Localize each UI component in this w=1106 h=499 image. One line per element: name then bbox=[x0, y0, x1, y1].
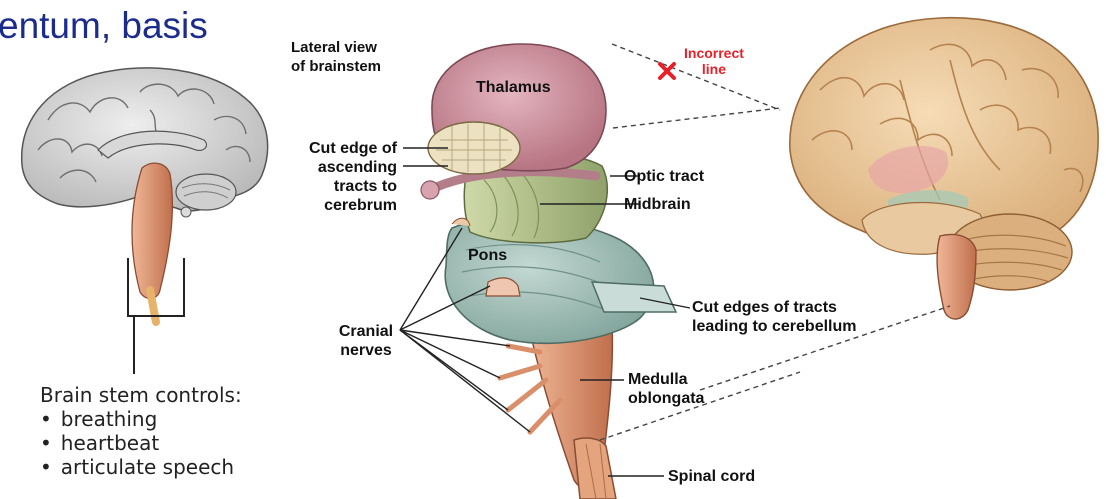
brainstem-controls-list: Brain stem controls: breathing heartbeat… bbox=[40, 383, 242, 479]
whole-brain-illustration bbox=[790, 18, 1098, 319]
incorrect-line-annotation: Incorrect line bbox=[684, 45, 744, 77]
sagittal-brain-illustration bbox=[22, 68, 268, 374]
label-optic-tract: Optic tract bbox=[624, 167, 704, 186]
figure-title-line: of brainstem bbox=[291, 57, 381, 76]
label-line: tracts to bbox=[289, 177, 397, 196]
label-cut-edges-tracts-cerebellum: Cut edges of tracts leading to cerebellu… bbox=[692, 298, 856, 336]
label-thalamus: Thalamus bbox=[476, 78, 551, 97]
controls-heading: Brain stem controls: bbox=[40, 383, 242, 407]
label-line: Cut edges of tracts bbox=[692, 298, 856, 317]
figure-title: Lateral view of brainstem bbox=[291, 38, 381, 76]
label-cut-edge-ascending-tracts: Cut edge of ascending tracts to cerebrum bbox=[289, 139, 397, 215]
list-item: articulate speech bbox=[40, 455, 242, 479]
label-medulla-oblongata: Medulla oblongata bbox=[628, 370, 704, 408]
label-line: Cut edge of bbox=[289, 139, 397, 158]
list-item: heartbeat bbox=[40, 431, 242, 455]
label-cranial-nerves: Cranial nerves bbox=[330, 322, 402, 360]
label-pons: Pons bbox=[468, 246, 507, 265]
lateral-brainstem-illustration bbox=[421, 44, 676, 499]
slide-title: entum, basis bbox=[0, 4, 208, 48]
label-line: ascending bbox=[289, 158, 397, 177]
label-line: oblongata bbox=[628, 389, 704, 408]
annotation-line: Incorrect bbox=[684, 45, 744, 61]
annotation-line: line bbox=[684, 61, 744, 77]
label-spinal-cord: Spinal cord bbox=[668, 467, 755, 486]
label-line: nerves bbox=[330, 341, 402, 360]
list-item: breathing bbox=[40, 407, 242, 431]
label-line: leading to cerebellum bbox=[692, 317, 856, 336]
label-line: Cranial bbox=[330, 322, 402, 341]
label-line: Medulla bbox=[628, 370, 704, 389]
figure-title-line: Lateral view bbox=[291, 38, 381, 57]
incorrect-x-mark bbox=[660, 64, 674, 78]
label-midbrain: Midbrain bbox=[624, 195, 691, 214]
label-line: cerebrum bbox=[289, 196, 397, 215]
